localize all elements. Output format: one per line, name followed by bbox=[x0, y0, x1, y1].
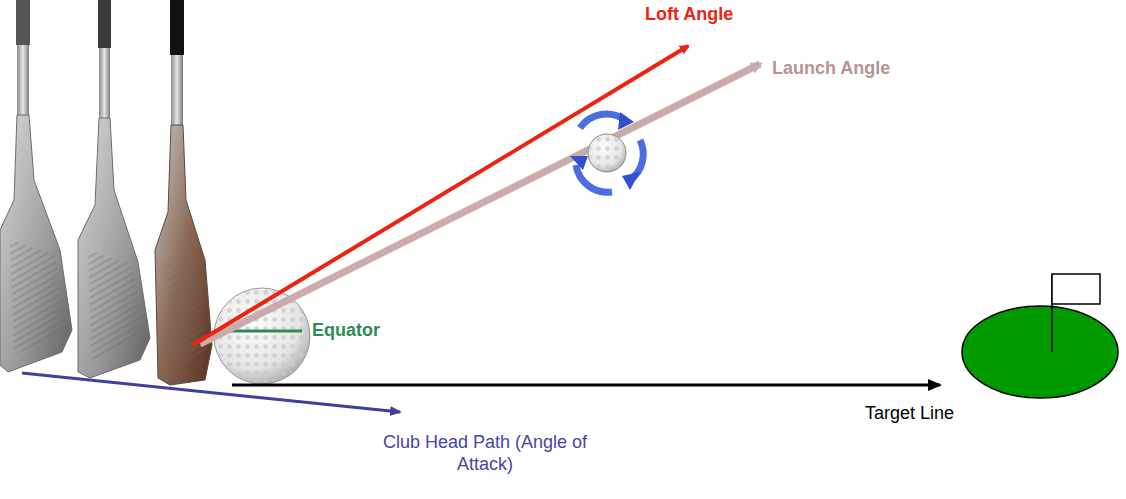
iron-club bbox=[78, 0, 150, 378]
iron-club bbox=[155, 0, 212, 385]
iron-club bbox=[0, 0, 72, 372]
spin-ball bbox=[570, 112, 643, 192]
club-path-line bbox=[22, 373, 400, 412]
launch-angle-line bbox=[200, 64, 760, 344]
target-line-label: Target Line bbox=[865, 403, 954, 425]
launch-angle-label: Launch Angle bbox=[772, 58, 890, 80]
club-path-label: Club Head Path (Angle of Attack) bbox=[375, 432, 595, 475]
loft-angle-line bbox=[193, 46, 688, 345]
loft-angle-label: Loft Angle bbox=[645, 4, 733, 26]
target-line bbox=[232, 384, 940, 387]
equator-label: Equator bbox=[312, 320, 380, 342]
putting-green bbox=[962, 274, 1118, 398]
